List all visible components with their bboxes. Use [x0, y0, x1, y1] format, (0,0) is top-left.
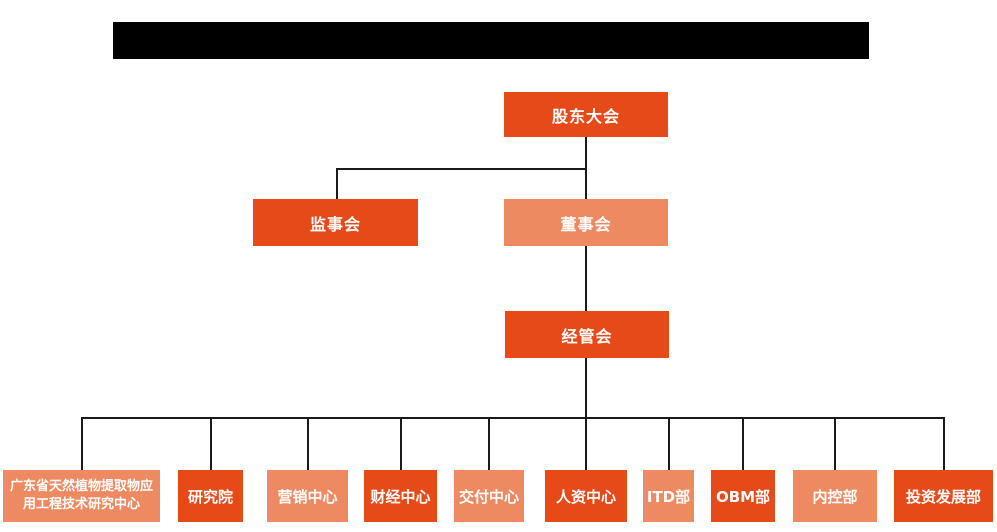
node-label: 交付中心	[458, 487, 519, 506]
redacted-title-bar	[113, 22, 869, 59]
connector-drop-9	[943, 417, 945, 470]
node-label: 研究院	[187, 487, 233, 506]
node-investment-development-department: 投资发展部	[894, 470, 993, 522]
connector-supervisory-drop	[336, 168, 338, 199]
connector-drop-0	[81, 417, 83, 470]
node-label: ITD部	[646, 487, 691, 506]
node-label: 内控部	[812, 487, 858, 506]
node-supervisory-board: 监事会	[253, 199, 418, 246]
node-extraction-research-center: 广东省天然植物提取物应用工程技术研究中心	[3, 470, 160, 522]
connector-drop-8	[834, 417, 836, 470]
node-label: 营销中心	[277, 487, 338, 506]
connector-department-distributor	[81, 417, 945, 419]
connector-level2-branch	[336, 168, 587, 170]
node-label: 投资发展部	[905, 487, 981, 506]
node-label: 董事会	[560, 214, 612, 234]
connector-board-to-management	[585, 246, 587, 311]
node-board-of-directors: 董事会	[504, 199, 668, 246]
connector-management-down	[585, 358, 587, 418]
node-research-institute: 研究院	[178, 470, 243, 522]
node-itd-department: ITD部	[643, 470, 694, 522]
node-management-committee: 经管会	[505, 311, 669, 358]
connector-drop-7	[742, 417, 744, 470]
connector-drop-1	[210, 417, 212, 470]
connector-drop-5	[585, 417, 587, 470]
node-label: 股东大会	[551, 106, 620, 126]
node-hr-center: 人资中心	[545, 470, 627, 522]
node-label: 人资中心	[555, 487, 616, 506]
connector-drop-2	[307, 417, 309, 470]
node-obm-department: OBM部	[711, 470, 775, 522]
node-label: 监事会	[309, 214, 361, 234]
node-delivery-center: 交付中心	[454, 470, 524, 522]
node-shareholders-meeting: 股东大会	[504, 92, 668, 137]
node-marketing-center: 营销中心	[267, 470, 348, 522]
node-internal-control-department: 内控部	[793, 470, 877, 522]
node-label: 财经中心	[370, 487, 431, 506]
connector-drop-4	[488, 417, 490, 470]
node-label: 广东省天然植物提取物应用工程技术研究中心	[9, 479, 153, 512]
node-finance-center: 财经中心	[364, 470, 437, 522]
node-label: 经管会	[561, 326, 613, 346]
node-label: OBM部	[715, 487, 771, 506]
connector-drop-3	[400, 417, 402, 470]
connector-drop-6	[668, 417, 670, 470]
